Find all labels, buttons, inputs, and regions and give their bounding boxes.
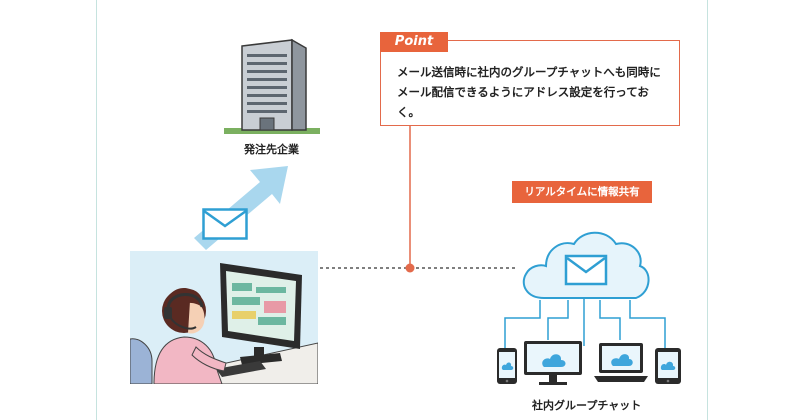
point-tag: Point xyxy=(380,32,448,52)
point-text: メール送信時に社内のグループチャットへも同時にメール配信できるようにアドレス設定… xyxy=(397,65,661,119)
tablet-icon xyxy=(655,348,681,384)
office-worker-scene xyxy=(130,251,318,384)
cloud-icon xyxy=(522,231,650,299)
point-box xyxy=(380,40,680,126)
envelope-icon xyxy=(202,208,248,240)
realtime-share-badge: リアルタイムに情報共有 xyxy=(512,181,652,203)
smartphone-icon xyxy=(497,348,517,384)
operator-at-desk-illustration xyxy=(130,263,318,384)
laptop-icon xyxy=(594,343,648,382)
office-building-icon xyxy=(224,38,320,134)
group-chat-label: 社内グループチャット xyxy=(532,399,642,412)
monitor-icon xyxy=(524,341,582,385)
client-company-label: 発注先企業 xyxy=(244,143,299,156)
